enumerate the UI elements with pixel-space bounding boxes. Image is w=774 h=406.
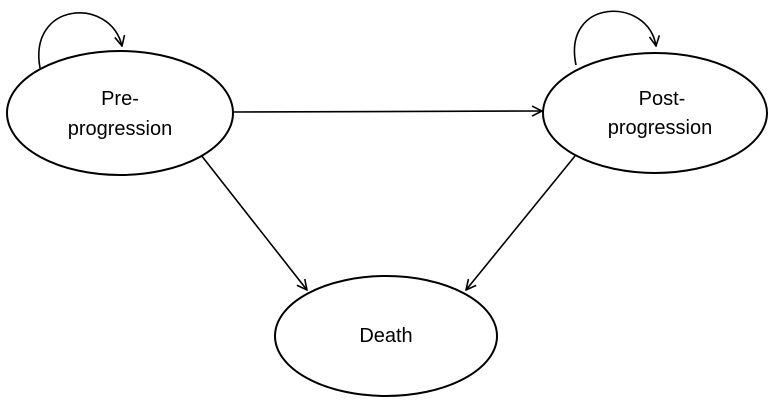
state-pre-progression: Pre- progression	[6, 50, 234, 176]
svg-text:Death: Death	[359, 325, 412, 347]
svg-text:progression: progression	[608, 117, 713, 139]
svg-text:Pre-: Pre-	[101, 88, 139, 110]
svg-text:Post-: Post-	[639, 88, 686, 110]
state-death-label: Death	[359, 325, 412, 347]
state-post-progression: Post- progression	[542, 52, 768, 174]
arrow-pre-to-death	[200, 154, 307, 290]
self-loop-arrow-pre-progression	[38, 12, 122, 69]
arrow-post-to-death	[466, 155, 576, 290]
svg-text:progression: progression	[68, 118, 173, 140]
arrow-pre-to-post	[231, 111, 542, 112]
state-death: Death	[274, 275, 498, 397]
state-pre-progression-label-line1: Pre-	[101, 88, 139, 110]
self-loop-arrow-post-progression	[573, 10, 656, 66]
state-post-progression-label-line2: progression	[608, 117, 713, 139]
state-pre-progression-label-line2: progression	[68, 118, 173, 140]
state-post-progression-label-line1: Post-	[639, 88, 686, 110]
